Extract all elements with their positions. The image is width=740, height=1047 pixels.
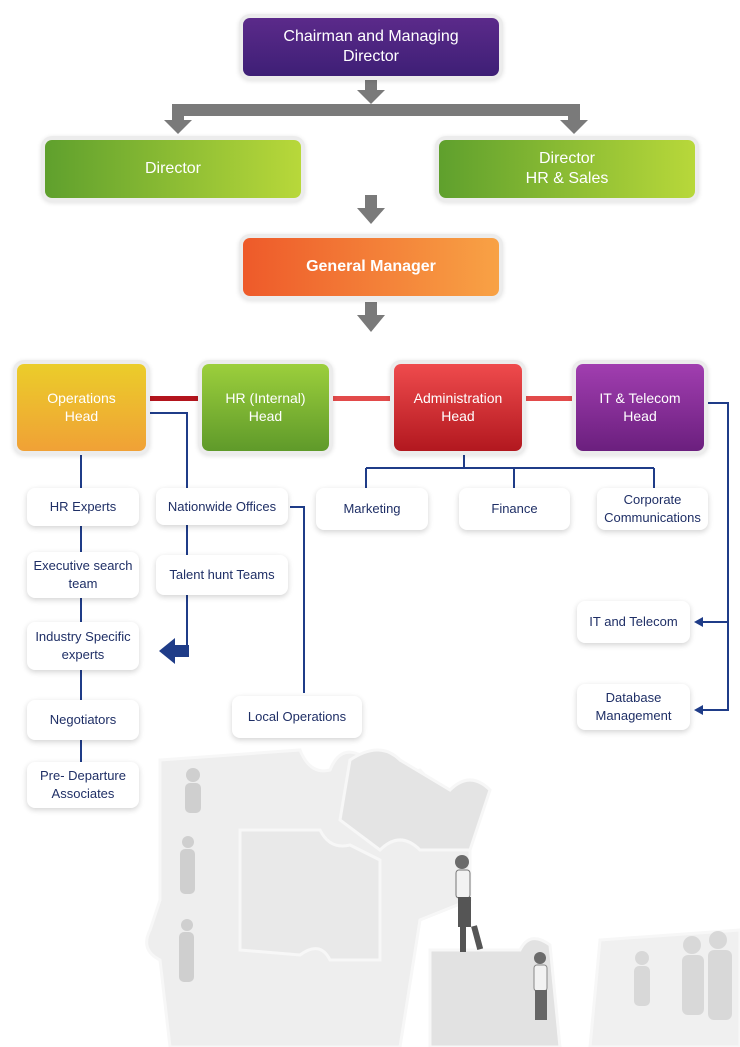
local-operations-label: Local Operations (247, 709, 347, 725)
gray-arrows (164, 76, 588, 332)
finance-box: Finance (459, 488, 570, 530)
blue-connectors (80, 402, 729, 762)
nationwide-offices-label: Nationwide Offices (167, 498, 277, 514)
head-connectors (150, 396, 572, 401)
hr-experts-label: HR Experts (49, 499, 117, 515)
it-telecom-head-label: IT & Telecom Head (599, 390, 681, 424)
local-operations-box: Local Operations (232, 696, 362, 738)
corporate-communications-label: Corporate Communications (604, 492, 701, 525)
marketing-label: Marketing (343, 501, 401, 517)
blue-arrowheads (159, 617, 703, 715)
talent-hunt-label: Talent hunt Teams (169, 567, 275, 583)
administration-head-box: Administration Head (394, 364, 522, 451)
pre-departure-label: Pre- Departure Associates (40, 768, 126, 801)
pre-departure-box: Pre- Departure Associates (27, 762, 139, 808)
director-hr-sales-box: Director HR & Sales (439, 140, 695, 198)
industry-experts-box: Industry Specific experts (27, 622, 139, 670)
director-hr-sales-label: Director HR & Sales (525, 150, 609, 187)
it-and-telecom-label: IT and Telecom (589, 614, 678, 630)
director-box: Director (45, 140, 301, 198)
talent-hunt-box: Talent hunt Teams (156, 555, 288, 595)
executive-search-label: Executive search team (33, 558, 133, 591)
chairman-label: Chairman and Managing Director (283, 28, 459, 65)
marketing-box: Marketing (316, 488, 428, 530)
database-management-box: Database Management (577, 684, 690, 730)
negotiators-label: Negotiators (49, 712, 117, 728)
database-management-label: Database Management (595, 690, 672, 723)
hr-internal-head-box: HR (Internal) Head (202, 364, 329, 451)
negotiators-box: Negotiators (27, 700, 139, 740)
nationwide-offices-box: Nationwide Offices (156, 488, 288, 525)
hr-internal-head-label: HR (Internal) Head (225, 390, 306, 424)
it-telecom-head-box: IT & Telecom Head (576, 364, 704, 451)
operations-head-label: Operations Head (47, 390, 116, 424)
executive-search-box: Executive search team (27, 552, 139, 598)
finance-label: Finance (491, 501, 538, 517)
it-and-telecom-box: IT and Telecom (577, 601, 690, 643)
industry-experts-label: Industry Specific experts (35, 629, 131, 662)
chairman-box: Chairman and Managing Director (243, 18, 499, 76)
general-manager-label: General Manager (306, 258, 436, 275)
hr-experts-box: HR Experts (27, 488, 139, 526)
general-manager-box: General Manager (243, 238, 499, 296)
administration-head-label: Administration Head (413, 390, 503, 424)
corporate-communications-box: Corporate Communications (597, 488, 708, 530)
director-label: Director (144, 160, 201, 177)
operations-head-box: Operations Head (17, 364, 146, 451)
